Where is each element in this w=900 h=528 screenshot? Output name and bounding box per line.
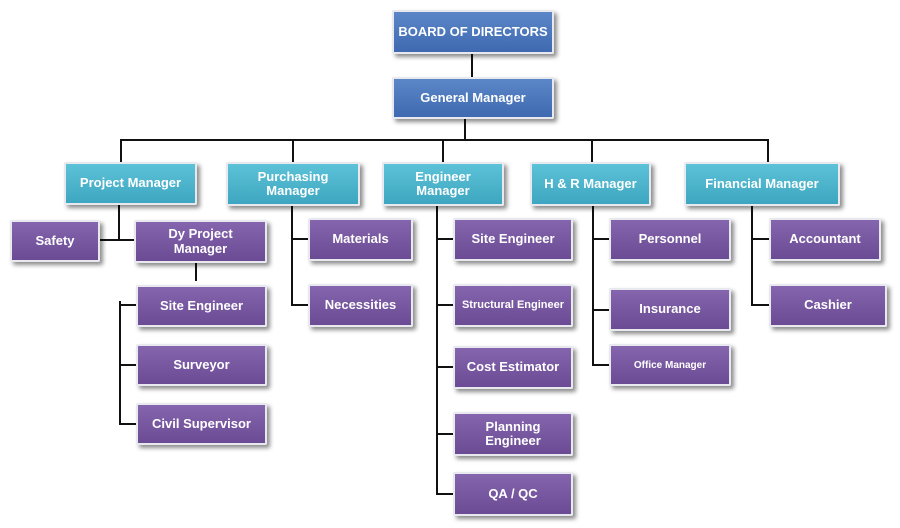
surveyor-box: Surveyor <box>136 344 267 386</box>
board-of-directors-label: BOARD OF DIRECTORS <box>398 23 548 39</box>
safety-box: Safety <box>10 220 100 262</box>
hr-manager-box: H & R Manager <box>530 162 651 206</box>
necessities-label: Necessities <box>324 297 397 313</box>
project-manager-label: Project Manager <box>79 175 182 191</box>
cost-estimator-box: Cost Estimator <box>453 346 573 389</box>
materials-label: Materials <box>332 231 389 247</box>
purchasing-manager-label: Purchasing Manager <box>257 168 329 198</box>
civil-supervisor-box: Civil Supervisor <box>136 403 267 445</box>
accountant-box: Accountant <box>769 218 881 261</box>
office-manager-label: Office Manager <box>633 359 707 371</box>
financial-manager-box: Financial Manager <box>684 162 840 206</box>
structural-engineer-label: Structural Engineer <box>461 299 565 312</box>
qa-qc-box: QA / QC <box>453 472 573 516</box>
surveyor-label: Surveyor <box>173 356 230 372</box>
dy-project-manager-label: Dy Project Manager <box>168 226 233 256</box>
general-manager-label: General Manager <box>420 89 526 105</box>
hr-manager-label: H & R Manager <box>544 175 637 191</box>
dy-project-manager-box: Dy Project Manager <box>134 220 267 263</box>
insurance-box: Insurance <box>609 288 731 331</box>
engineer-site-engineer-label: Site Engineer <box>471 231 555 247</box>
cashier-box: Cashier <box>769 284 887 327</box>
accountant-label: Accountant <box>789 231 861 247</box>
planning-engineer-label: Planning Engineer <box>485 418 541 448</box>
civil-supervisor-label: Civil Supervisor <box>152 415 251 431</box>
engineer-manager-box: Engineer Manager <box>382 162 504 206</box>
project-manager-box: Project Manager <box>64 162 197 205</box>
financial-manager-label: Financial Manager <box>705 175 819 191</box>
qa-qc-label: QA / QC <box>488 485 538 501</box>
engineer-manager-label: Engineer Manager <box>415 168 471 198</box>
structural-engineer-box: Structural Engineer <box>453 284 573 327</box>
office-manager-box: Office Manager <box>609 344 731 386</box>
purchasing-manager-box: Purchasing Manager <box>226 162 360 206</box>
cashier-label: Cashier <box>804 297 852 313</box>
personnel-label: Personnel <box>638 231 702 247</box>
safety-label: Safety <box>35 232 75 248</box>
general-manager-box: General Manager <box>392 77 554 119</box>
engineer-site-engineer-box: Site Engineer <box>453 218 573 261</box>
materials-box: Materials <box>308 218 413 261</box>
planning-engineer-box: Planning Engineer <box>453 412 573 456</box>
project-site-engineer-label: Site Engineer <box>159 297 244 313</box>
necessities-box: Necessities <box>308 284 413 327</box>
cost-estimator-label: Cost Estimator <box>466 359 560 375</box>
insurance-label: Insurance <box>639 301 701 317</box>
personnel-box: Personnel <box>609 218 731 261</box>
board-of-directors-box: BOARD OF DIRECTORS <box>392 10 554 54</box>
project-site-engineer-box: Site Engineer <box>136 285 267 327</box>
